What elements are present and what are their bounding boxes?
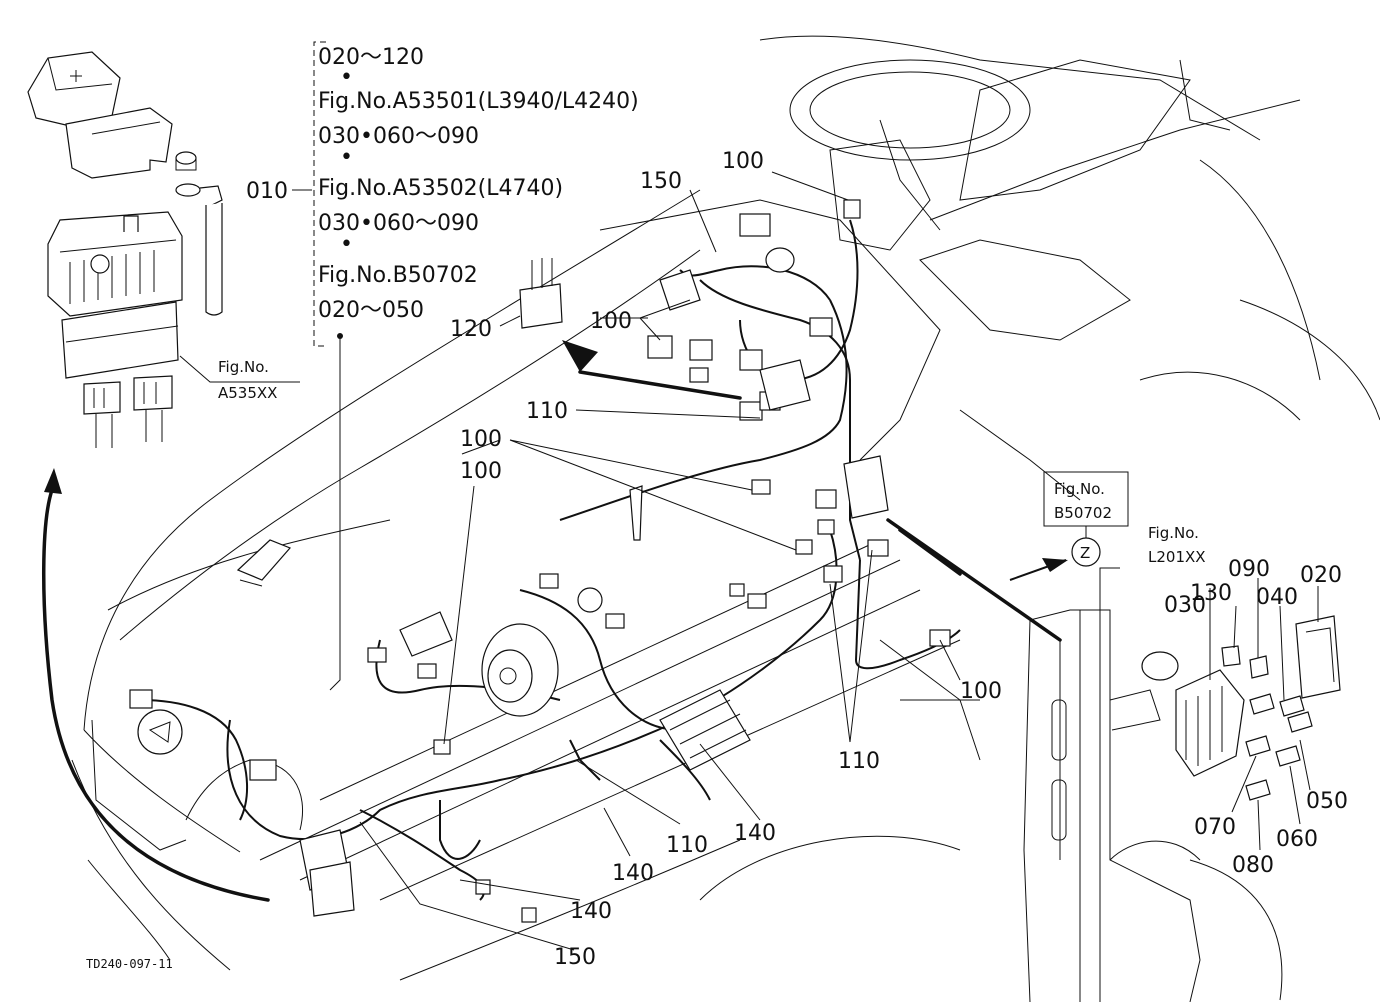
ref-line-4: 030•060～090 bbox=[318, 124, 479, 149]
callout-120: 120 bbox=[450, 317, 492, 342]
callout-100-left-b: 100 bbox=[460, 459, 502, 484]
right-inset-detail bbox=[1023, 567, 1341, 1002]
ref-line-6: Fig.No.A53502(L4740) bbox=[318, 176, 563, 201]
callout-070: 070 bbox=[1194, 815, 1236, 840]
relay-dash bbox=[843, 455, 889, 519]
callout-150-top: 150 bbox=[640, 169, 682, 194]
callout-050: 050 bbox=[1306, 789, 1348, 814]
callout-140-b: 140 bbox=[612, 861, 654, 886]
callout-140-a: 140 bbox=[734, 821, 776, 846]
callout-130: 130 bbox=[1190, 581, 1232, 606]
callout-080: 080 bbox=[1232, 853, 1274, 878]
callout-020: 020 bbox=[1300, 563, 1342, 588]
view-z-marker bbox=[1071, 537, 1101, 567]
callout-100-right: 100 bbox=[960, 679, 1002, 704]
ref-line-3: Fig.No.A53501(L3940/L4240) bbox=[318, 89, 639, 114]
callout-090: 090 bbox=[1228, 557, 1270, 582]
harness-wires bbox=[129, 199, 961, 923]
callout-110-bottom: 110 bbox=[666, 833, 708, 858]
callout-100-left-a: 100 bbox=[460, 427, 502, 452]
ref-line-9: Fig.No.B50702 bbox=[318, 263, 478, 288]
sensor bbox=[399, 611, 453, 657]
main-part-number: 010 bbox=[246, 179, 288, 204]
fig-ref-b507-line1: Fig.No. bbox=[1054, 480, 1105, 498]
starter-motor bbox=[659, 689, 751, 771]
ref-line-5: • bbox=[340, 145, 353, 170]
callout-140-c: 140 bbox=[570, 899, 612, 924]
fig-ref-b507-line2: B50702 bbox=[1054, 504, 1112, 522]
fig-ref-a535-line1: Fig.No. bbox=[218, 358, 269, 376]
fuse-box-detail bbox=[27, 51, 300, 448]
callout-110-mid: 110 bbox=[526, 399, 568, 424]
callout-100-mid: 100 bbox=[590, 309, 632, 334]
relay-120 bbox=[519, 283, 563, 329]
callout-110-right: 110 bbox=[838, 749, 880, 774]
emblem bbox=[137, 709, 183, 755]
location-arrow-curve bbox=[41, 488, 270, 902]
fig-ref-a535-line2: A535XX bbox=[218, 384, 277, 402]
steering-wheel bbox=[789, 59, 1031, 161]
ref-line-2: • bbox=[340, 65, 353, 90]
fig-ref-l201-line1: Fig.No. bbox=[1148, 524, 1199, 542]
ref-line-8: • bbox=[340, 232, 353, 257]
relay-arrow bbox=[578, 370, 742, 400]
callout-040: 040 bbox=[1256, 585, 1298, 610]
cover-020 bbox=[1295, 615, 1341, 699]
view-z-letter: Z bbox=[1080, 544, 1090, 562]
callout-100-top: 100 bbox=[722, 149, 764, 174]
arrow-head-up bbox=[44, 468, 62, 494]
callout-030: 030 bbox=[1164, 593, 1206, 618]
tractor-body bbox=[71, 35, 1380, 1001]
callout-leaders bbox=[359, 171, 961, 951]
ref-line-7: 030•060～090 bbox=[318, 211, 479, 236]
callout-150-bottom: 150 bbox=[554, 945, 596, 970]
callout-060: 060 bbox=[1276, 827, 1318, 852]
glow-plug bbox=[629, 485, 643, 541]
drawing-id: TD240-097-11 bbox=[86, 957, 173, 971]
fig-ref-l201-line2: L201XX bbox=[1148, 548, 1206, 566]
bolt-130 bbox=[1221, 645, 1241, 667]
connector-front bbox=[129, 689, 153, 709]
ref-line-1: 020～120 bbox=[318, 45, 424, 70]
reference-block: 010 020～120 • Fig.No.A53501(L3940/L4240)… bbox=[246, 41, 639, 691]
view-z-arrow bbox=[886, 518, 1062, 642]
ref-line-10: 020～050 bbox=[318, 298, 424, 323]
